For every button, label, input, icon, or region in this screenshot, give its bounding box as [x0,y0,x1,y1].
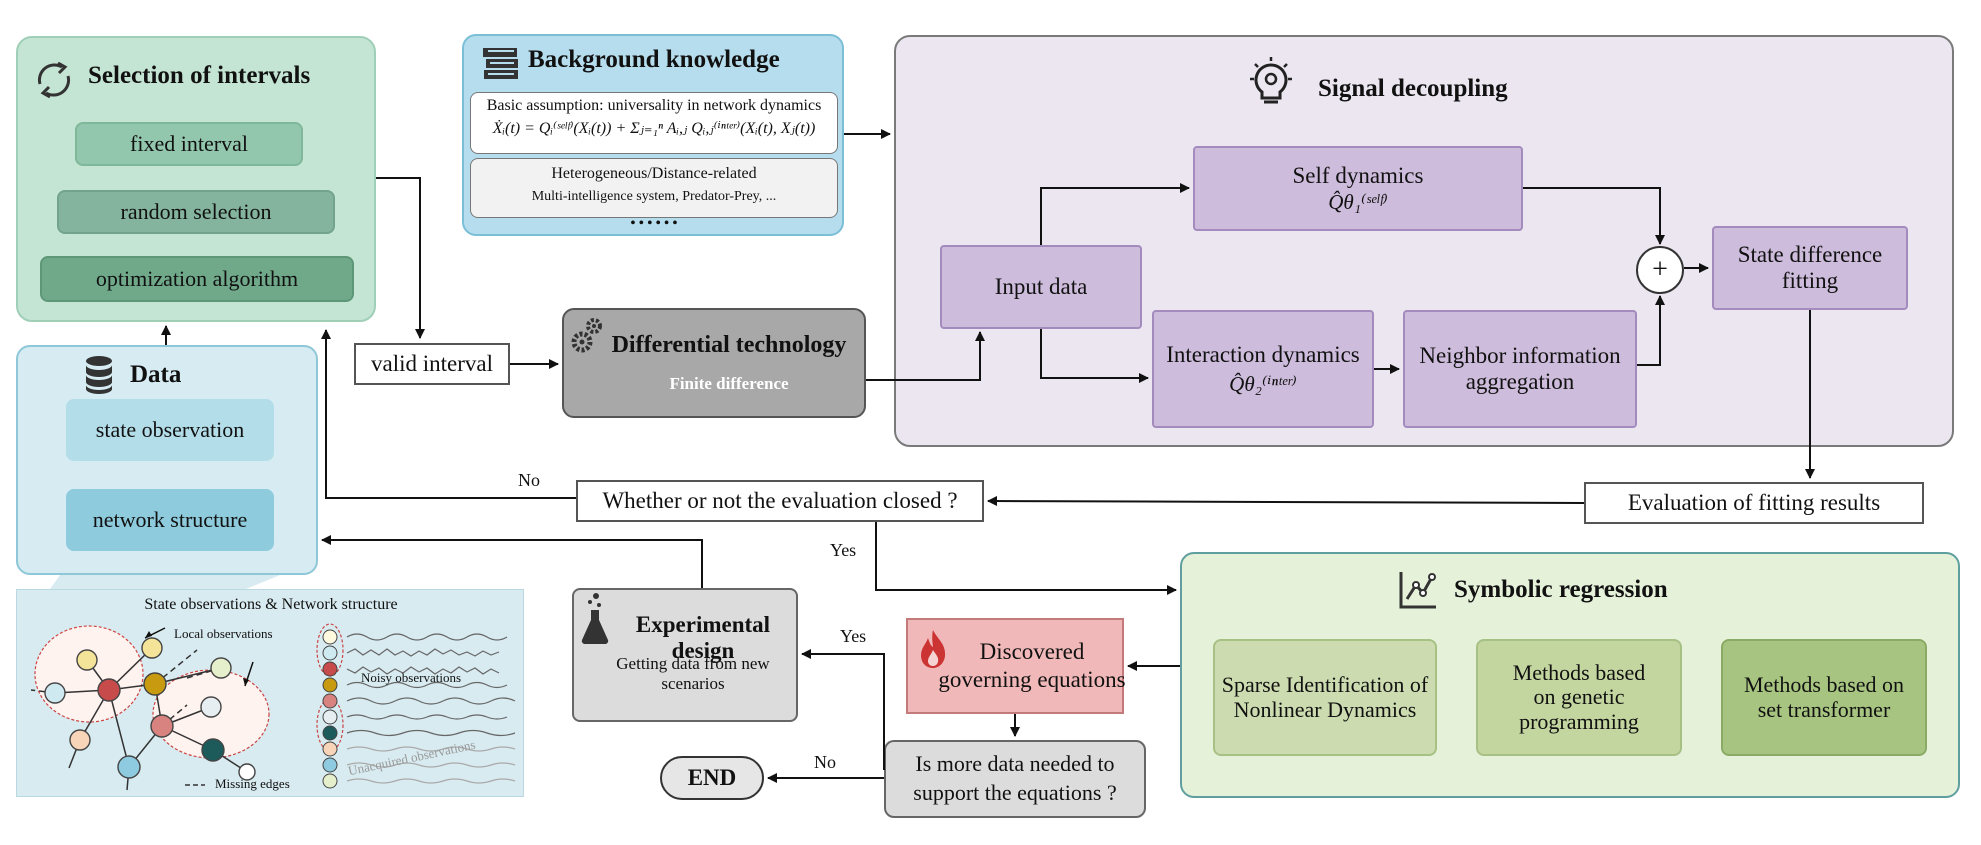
book-stack-icon [483,48,518,79]
refresh-cycle-icon [37,61,71,99]
symbolic-title: Symbolic regression [1454,576,1668,603]
experimental-subtitle: Getting data from new scenarios [616,654,770,693]
scenarios-box: Heterogeneous/Distance-related Multi-int… [470,158,838,218]
state-difference-box: State difference fitting [1712,226,1908,310]
network-structure-item: network structure [66,489,274,551]
line-chart-icon [1399,572,1436,609]
valid-interval-box: valid interval [354,343,510,385]
no-label-evaluation: No [518,470,540,490]
differential-subtitle: Finite difference [669,374,789,393]
database-icon [86,356,112,394]
self-dynamics-box: Self dynamics Q̂θ₁⁽ˢᵉˡᶠ⁾ [1193,146,1523,231]
state-observation-item: state observation [66,399,274,461]
self-dynamics-label: Self dynamics [1292,163,1424,189]
assumption-text: Basic assumption: universality in networ… [486,97,822,114]
data-panel: Data state observation network structure [16,345,318,575]
end-terminal: END [660,756,764,800]
local-observations-label: Local observations [174,626,273,641]
scenario-line-1: Heterogeneous/Distance-related [551,165,757,182]
interaction-dynamics-symbol: Q̂θ₂⁽ⁱⁿᵗᵉʳ⁾ [1229,372,1297,397]
self-dynamics-symbol: Q̂θ₁⁽ˢᵉˡᶠ⁾ [1328,189,1388,214]
interaction-dynamics-box: Interaction dynamics Q̂θ₂⁽ⁱⁿᵗᵉʳ⁾ [1152,310,1374,428]
sum-node: + [1636,246,1684,294]
differential-technology-box: Differential technology Finite differenc… [562,308,866,418]
observations-illustration: State observations & Network structure [16,589,524,797]
more-data-question-box: Is more data needed to support the equat… [884,740,1146,818]
gears-icon [571,318,602,353]
data-title: Data [130,361,182,388]
experimental-title: Experimental design [635,612,771,663]
interaction-dynamics-label: Interaction dynamics [1166,341,1360,367]
signal-title: Signal decoupling [1318,75,1508,102]
yes-label-evaluation: Yes [830,540,857,560]
yes-label-more-data: Yes [840,626,867,646]
sindy-method-box: Sparse Identification of Nonlinear Dynam… [1213,639,1437,756]
scenario-line-2: Multi-intelligence system, Predator-Prey… [531,189,777,204]
evaluation-question-box: Whether or not the evaluation closed ? [576,480,984,522]
genetic-programming-box: Methods based on genetic programming [1476,639,1682,756]
discovered-equations-box: Discovered governing equations [906,618,1126,714]
experimental-design-box: Experimental design Getting data from ne… [572,588,798,722]
differential-title: Differential technology [611,332,847,358]
lightbulb-icon [1250,57,1292,104]
fixed-interval-option: fixed interval [75,122,303,166]
assumption-box: Basic assumption: universality in networ… [470,92,838,154]
noisy-observations-label: Noisy observations [361,670,462,685]
neighbor-aggregation-box: Neighbor information aggregation [1403,310,1637,428]
optimization-algorithm-option: optimization algorithm [40,256,354,302]
random-selection-option: random selection [57,190,335,234]
selection-panel: Selection of intervals fixed interval ra… [16,36,376,322]
input-data-box: Input data [940,245,1142,329]
missing-edges-label: Missing edges [215,776,290,791]
flask-icon [581,593,609,645]
background-title: Background knowledge [528,46,780,73]
network-diagram [30,623,516,791]
evaluation-fitting-box: Evaluation of fitting results [1584,482,1924,524]
dynamics-equation: Ẋᵢ(t) = Qᵢ⁽ˢᵉˡᶠ⁾(Xᵢ(t)) + Σⱼ₌₁ⁿ Aᵢ,ⱼ Qᵢ,… [492,120,816,137]
discovered-equations-label: Discovered governing equations [938,639,1126,692]
observations-title: State observations & Network structure [144,596,398,613]
ellipsis: • • • • • • [630,216,678,231]
flame-icon [921,630,946,668]
selection-title: Selection of intervals [88,62,311,89]
no-label-more-data: No [814,752,836,772]
background-knowledge-panel: Background knowledge Basic assumption: u… [462,34,844,236]
set-transformer-box: Methods based on set transformer [1721,639,1927,756]
